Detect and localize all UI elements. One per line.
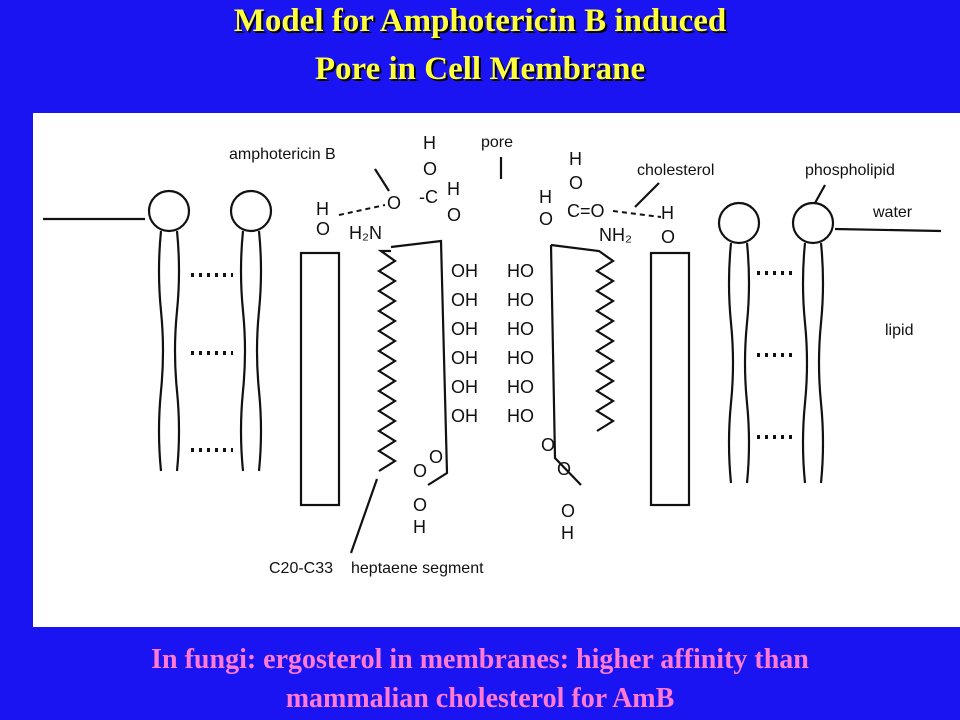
chem-o: O <box>447 205 461 225</box>
hydroxyl-group: HO <box>507 319 534 339</box>
heptaene-zigzag-right <box>550 243 616 432</box>
water-surface-line-right <box>834 227 942 233</box>
label-phospholipid: phospholipid <box>805 162 895 179</box>
hydroxyl-group: OH <box>451 377 478 397</box>
phospholipid-tail <box>239 230 247 472</box>
chem-o: O <box>413 461 427 481</box>
hydroxyl-group: HO <box>507 377 534 397</box>
arrow-heptaene <box>349 478 379 554</box>
chem-h: H <box>539 187 552 207</box>
phospholipid-tail <box>157 230 165 472</box>
chem-h: H <box>561 523 574 543</box>
chem-o: O <box>661 227 675 247</box>
hydroxyl-group: HO <box>507 290 534 310</box>
cholesterol-body-left <box>299 251 341 507</box>
phospholipid-tail <box>727 242 735 484</box>
label-amphotericin: amphotericin B <box>229 146 336 163</box>
chem-o: O <box>316 219 330 239</box>
chem-h: H <box>423 133 436 153</box>
hydroxyl-group: HO <box>507 348 534 368</box>
cholesterol-body-right <box>649 251 691 507</box>
hydroxyl-group: OH <box>451 348 478 368</box>
chem-c-eq-o: C=O <box>567 201 605 221</box>
chem-o: O <box>539 209 553 229</box>
hydroxyl-group: OH <box>451 261 478 281</box>
chem-h: H <box>569 149 582 169</box>
label-heptaene-segment: heptaene segment <box>351 560 484 577</box>
hydrogen-bond-left <box>338 204 386 216</box>
caption-line-2: mammalian cholesterol for AmB <box>285 683 675 714</box>
phospholipid-head-2 <box>229 189 273 233</box>
chem-h: H <box>661 203 674 223</box>
phospholipid-head-3 <box>717 201 761 245</box>
phospholipid-tail <box>817 242 825 484</box>
chem-o: O <box>541 435 555 455</box>
chem-o: O <box>429 447 443 467</box>
label-pore: pore <box>481 134 513 151</box>
hydroxyl-column-left: OH OH OH OH OH OH <box>451 261 478 426</box>
phospholipid-head-1 <box>147 189 191 233</box>
chem-oc: -C <box>419 187 438 207</box>
caption-line-1: In fungi: ergosterol in membranes: highe… <box>151 644 809 675</box>
label-cholesterol: cholesterol <box>637 162 714 179</box>
hydroxyl-group: HO <box>507 261 534 281</box>
hydroxyl-group: HO <box>507 406 534 426</box>
chem-h: H <box>413 517 426 537</box>
phospholipid-tail <box>743 242 751 484</box>
heptaene-zigzag-left <box>376 249 398 472</box>
chem-o: O <box>423 159 437 179</box>
phospholipid-head-4 <box>791 201 835 245</box>
arrow-cholesterol <box>634 182 660 208</box>
label-lipid: lipid <box>885 322 913 339</box>
hydroxyl-group: OH <box>451 406 478 426</box>
amphotericin-ring-left <box>390 239 449 486</box>
chem-o: O <box>569 173 583 193</box>
chem-o: O <box>413 495 427 515</box>
phospholipid-tail <box>255 230 263 472</box>
hydroxyl-group: OH <box>451 319 478 339</box>
slide-title-line-2: Pore in Cell Membrane <box>314 51 646 87</box>
chem-nh2: NH₂ <box>599 225 632 245</box>
phospholipid-tail <box>173 230 181 472</box>
label-water: water <box>872 204 913 221</box>
label-segment-prefix: C20-C33 <box>269 560 333 577</box>
hydroxyl-group: OH <box>451 290 478 310</box>
arrow-phospholipid <box>814 184 826 204</box>
arrow-amphotericin <box>374 168 390 192</box>
chem-o: O <box>557 459 571 479</box>
hydroxyl-column-right: HO HO HO HO HO HO <box>507 261 534 426</box>
phospholipid-tail <box>801 242 809 484</box>
chem-h: H <box>316 199 329 219</box>
pore-diagram-svg: H O H O -C H O O H₂N O O O H OHOHOHOHOHO… <box>43 133 942 577</box>
chem-nh2: H₂N <box>349 223 382 243</box>
chem-h: H <box>447 179 460 199</box>
chem-o: O <box>387 193 401 213</box>
slide-title-line-1: Model for Amphotericin B induced <box>233 3 727 39</box>
chem-o: O <box>561 501 575 521</box>
hydrogen-bond-right <box>612 210 662 218</box>
amphotericin-ring-right <box>549 244 582 486</box>
